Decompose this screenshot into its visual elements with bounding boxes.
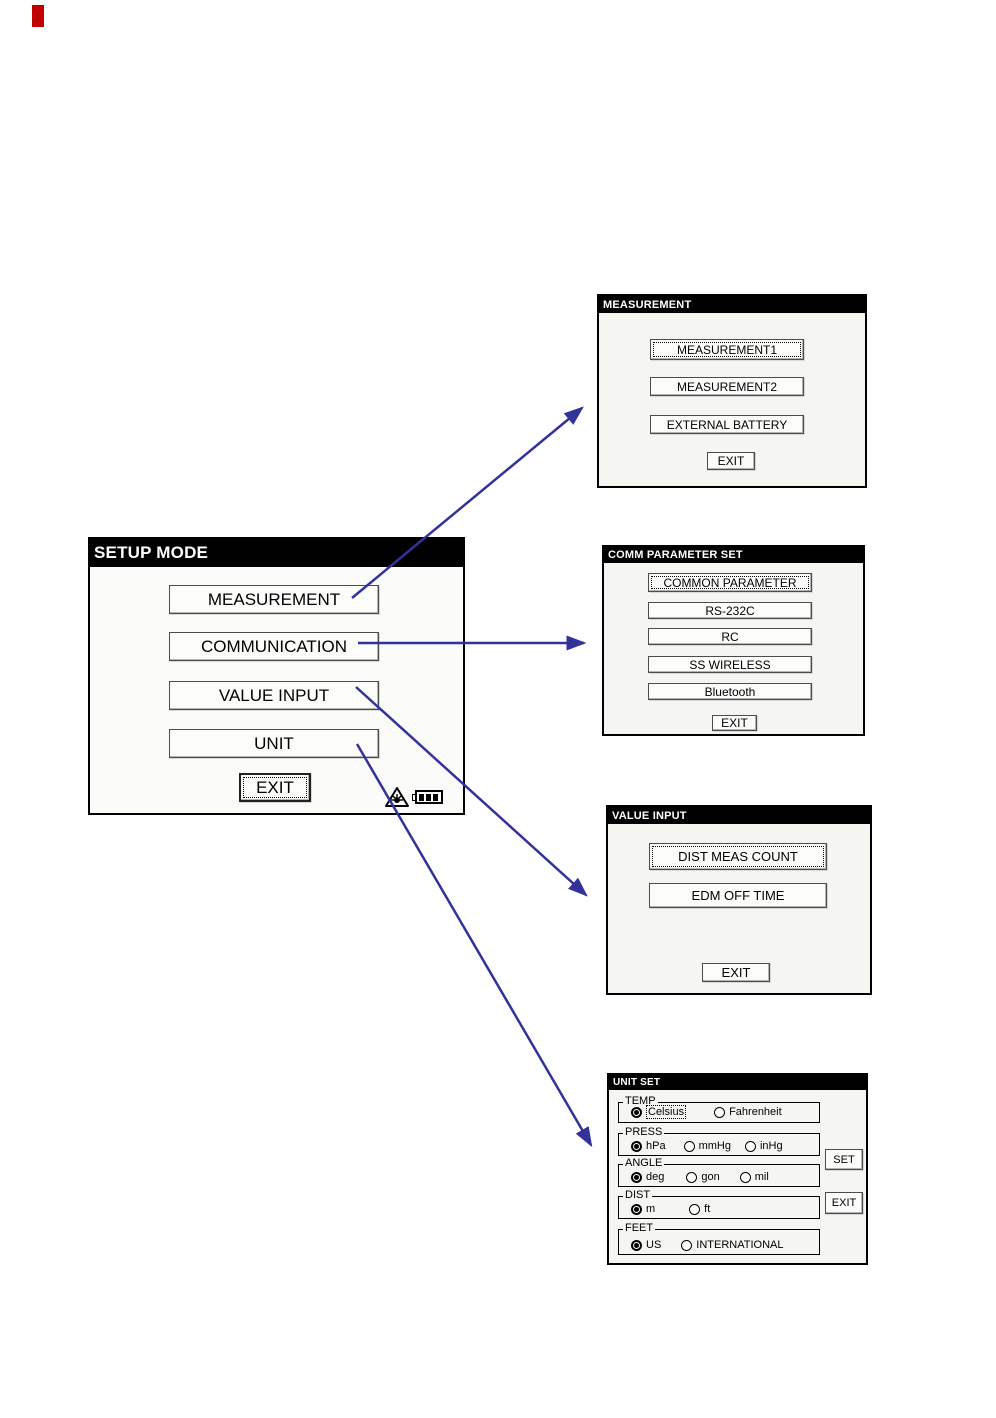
radio-m[interactable]: m (631, 1203, 655, 1215)
measurement-titlebar: MEASUREMENT (599, 296, 865, 313)
radio-icon (631, 1239, 642, 1251)
unit-set-window: UNIT SET TEMP Celsius Fahrenheit PRESS h… (607, 1073, 868, 1265)
measurement-button[interactable]: MEASUREMENT (169, 585, 379, 614)
radio-icon (631, 1140, 642, 1152)
setup-mode-title: SETUP MODE (94, 543, 209, 562)
radio-icon (681, 1239, 693, 1251)
radio-icon (714, 1106, 726, 1118)
common-parameter-button[interactable]: COMMON PARAMETER (648, 573, 812, 592)
radio-inhg[interactable]: inHg (744, 1140, 783, 1152)
radio-mmhg[interactable]: mmHg (683, 1140, 731, 1152)
radio-icon (683, 1140, 695, 1152)
setup-mode-titlebar: SETUP MODE (90, 539, 463, 567)
communication-button[interactable]: COMMUNICATION (169, 632, 379, 661)
corner-mark (32, 5, 44, 27)
value-input-title: VALUE INPUT (612, 809, 687, 822)
radio-icon (631, 1203, 642, 1215)
radio-icon (744, 1140, 756, 1152)
comm-parameter-titlebar: COMM PARAMETER SET (604, 547, 863, 563)
rs232c-button[interactable]: RS-232C (648, 602, 812, 619)
radio-us[interactable]: US (631, 1239, 661, 1251)
comm-parameter-window: COMM PARAMETER SET COMMON PARAMETER RS-2… (602, 545, 865, 736)
measurement2-button[interactable]: MEASUREMENT2 (650, 377, 804, 396)
comm-parameter-title: COMM PARAMETER SET (608, 549, 743, 561)
dist-group-label: DIST (623, 1189, 653, 1201)
setup-exit-button[interactable]: EXIT (239, 773, 311, 802)
radio-ft[interactable]: ft (689, 1203, 710, 1215)
angle-group: ANGLE deg gon mil (618, 1157, 820, 1187)
radio-icon (739, 1171, 751, 1183)
radio-mil[interactable]: mil (739, 1171, 769, 1183)
battery-level-icon (412, 790, 443, 804)
unit-exit-button[interactable]: EXIT (825, 1192, 863, 1214)
unit-set-button[interactable]: SET (825, 1149, 863, 1170)
radio-icon (686, 1171, 698, 1183)
radio-international[interactable]: INTERNATIONAL (681, 1239, 783, 1251)
radio-gon[interactable]: gon (686, 1171, 720, 1183)
comm-exit-button[interactable]: EXIT (712, 715, 757, 731)
unit-set-title: UNIT SET (613, 1077, 661, 1088)
radio-icon (631, 1171, 642, 1183)
external-battery-button[interactable]: EXTERNAL BATTERY (650, 415, 804, 434)
value-input-button[interactable]: VALUE INPUT (169, 681, 379, 710)
measurement-title: MEASUREMENT (603, 298, 692, 311)
laser-plummet-icon (384, 786, 410, 809)
radio-icon (631, 1106, 642, 1118)
press-group-label: PRESS (623, 1126, 665, 1138)
value-input-titlebar: VALUE INPUT (608, 807, 870, 824)
feet-group-label: FEET (623, 1222, 656, 1234)
measurement1-button[interactable]: MEASUREMENT1 (650, 339, 804, 360)
unit-button[interactable]: UNIT (169, 729, 379, 758)
radio-deg[interactable]: deg (631, 1171, 664, 1183)
angle-group-label: ANGLE (623, 1157, 665, 1169)
value-input-exit-button[interactable]: EXIT (702, 963, 770, 982)
value-input-window: VALUE INPUT DIST MEAS COUNT EDM OFF TIME… (606, 805, 872, 995)
measurement-window: MEASUREMENT MEASUREMENT1 MEASUREMENT2 EX… (597, 294, 867, 488)
setup-mode-window: SETUP MODE MEASUREMENT COMMUNICATION VAL… (88, 537, 465, 815)
bluetooth-button[interactable]: Bluetooth (648, 683, 812, 700)
ss-wireless-button[interactable]: SS WIRELESS (648, 656, 812, 673)
radio-celsius[interactable]: Celsius (631, 1105, 687, 1119)
temp-group: TEMP Celsius Fahrenheit (618, 1095, 820, 1123)
edm-off-time-button[interactable]: EDM OFF TIME (649, 883, 827, 908)
radio-icon (689, 1203, 701, 1215)
dist-group: DIST m ft (618, 1189, 820, 1219)
unit-set-titlebar: UNIT SET (609, 1075, 866, 1090)
dist-meas-count-button[interactable]: DIST MEAS COUNT (649, 843, 827, 870)
feet-group: FEET US INTERNATIONAL (618, 1222, 820, 1255)
rc-button[interactable]: RC (648, 628, 812, 645)
radio-hpa[interactable]: hPa (631, 1140, 666, 1152)
temp-group-label: TEMP (623, 1095, 658, 1107)
radio-fahrenheit[interactable]: Fahrenheit (714, 1106, 782, 1118)
press-group: PRESS hPa mmHg inHg (618, 1126, 820, 1156)
measurement-exit-button[interactable]: EXIT (707, 452, 755, 470)
